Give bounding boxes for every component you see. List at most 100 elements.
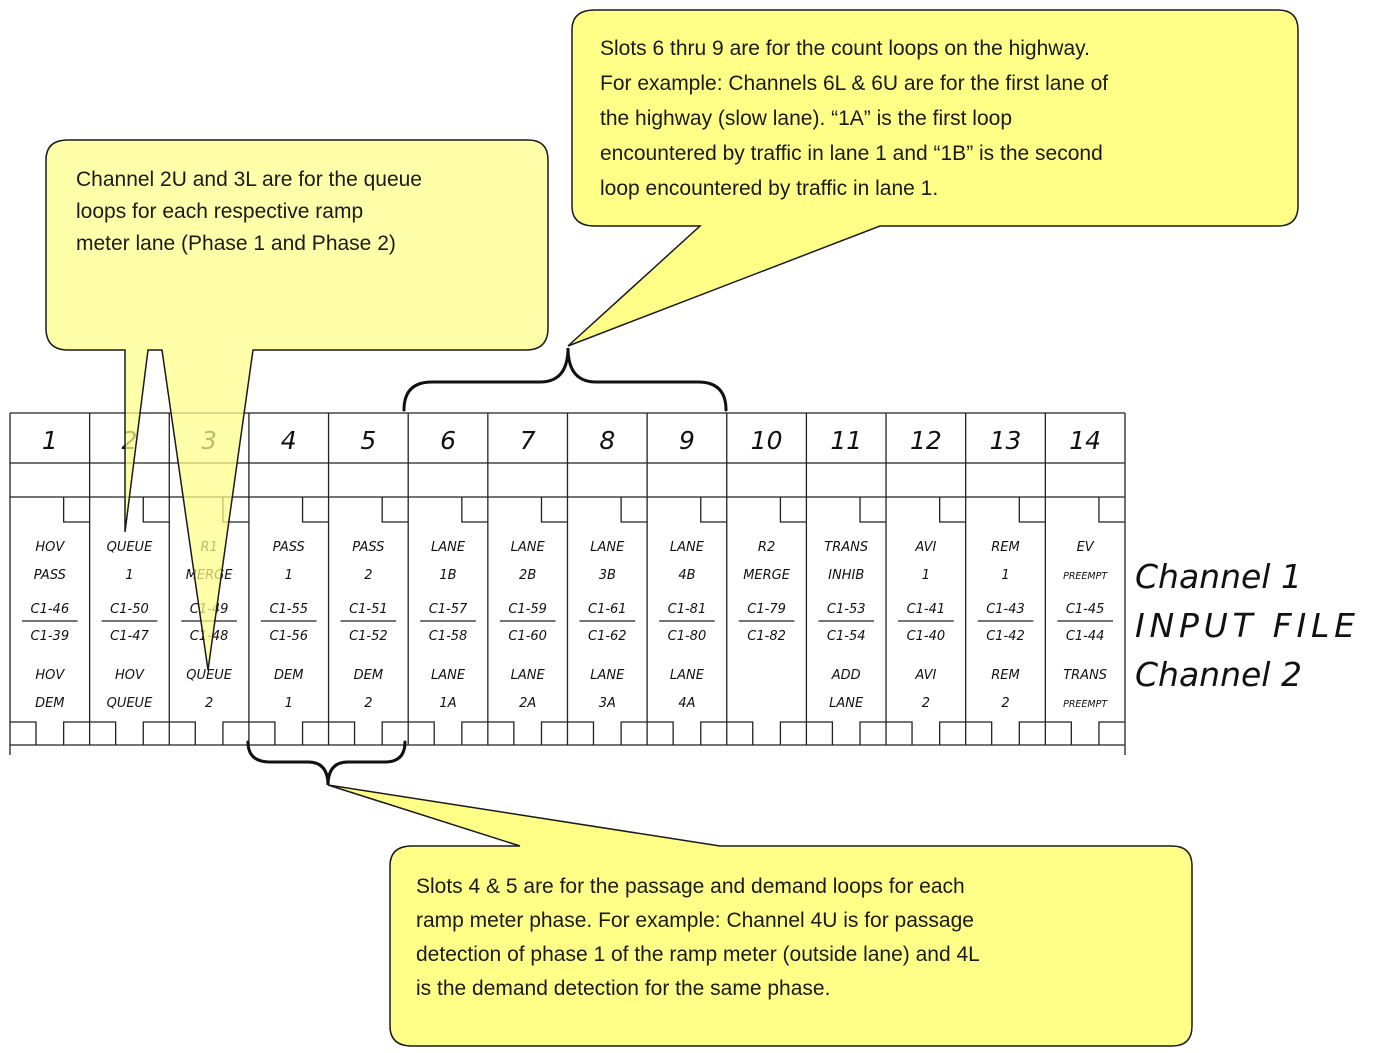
slot-number: 6 xyxy=(440,426,456,455)
channel-1-label-line-1: R2 xyxy=(758,540,775,555)
channel-1-label-line-2: 1 xyxy=(922,568,930,583)
pin-top: C1-81 xyxy=(668,602,707,617)
channel-2-label-line-2: DEM xyxy=(35,696,64,711)
pin-top: C1-43 xyxy=(986,602,1025,617)
channel-2-label-line-1: DEM xyxy=(274,668,303,683)
channel-1-label: Channel 1 xyxy=(1135,557,1302,596)
slot-number: 1 xyxy=(42,426,58,455)
channel-1-label-line-2: 1 xyxy=(285,568,293,583)
bottom-right-notch xyxy=(222,721,249,745)
channel-1-label-line-2: 1 xyxy=(1001,568,1009,583)
pin-top: C1-55 xyxy=(269,602,308,617)
slot-number: 10 xyxy=(751,426,783,455)
top-connector-notch xyxy=(700,497,727,523)
bottom-left-notch xyxy=(965,721,993,745)
channel-2-label-line-2: 2 xyxy=(922,696,930,711)
channel-2-label-line-2: 2 xyxy=(1001,696,1009,711)
pin-bottom: C1-47 xyxy=(110,629,149,644)
channel-2-label-line-2: 1A xyxy=(439,696,456,711)
bottom-right-notch xyxy=(381,721,409,745)
pin-bottom: C1-52 xyxy=(349,629,388,644)
channel-1-label-line-2: 3B xyxy=(599,568,616,583)
pin-top: C1-45 xyxy=(1066,602,1105,617)
slot-number: 8 xyxy=(599,426,615,455)
highway-callout-line-4: encountered by traffic in lane 1 and “1B… xyxy=(600,142,1103,165)
pin-top: C1-50 xyxy=(110,602,149,617)
bottom-left-notch xyxy=(89,721,117,745)
channel-1-label-line-2: 1 xyxy=(125,568,133,583)
bottom-right-notch xyxy=(700,721,727,745)
slot-number: 4 xyxy=(281,426,297,455)
channel-2-label-line-1: LANE xyxy=(431,668,466,683)
channel-2-label-line-1: ADD xyxy=(831,668,861,683)
ramp-callout-line-2: ramp meter phase. For example: Channel 4… xyxy=(416,909,974,932)
pin-bottom: C1-39 xyxy=(31,629,70,644)
channel-1-label-line-2: 2B xyxy=(519,568,536,583)
input-file-label: INPUT FILE xyxy=(1135,606,1355,645)
bottom-left-notch xyxy=(1045,721,1072,745)
channel-2-label-line-1: LANE xyxy=(511,668,546,683)
channel-2-label-line-1: AVI xyxy=(914,668,936,683)
channel-2-label-line-2: PREEMPT xyxy=(1063,699,1108,710)
pin-top: C1-59 xyxy=(508,602,547,617)
slot-columns: 1HOVPASSC1-46C1-39HOVDEM2QUEUE1C1-50C1-4… xyxy=(10,413,1125,745)
highway-callout-line-2: For example: Channels 6L & 6U are for th… xyxy=(600,72,1108,95)
pin-bottom: C1-42 xyxy=(986,629,1025,644)
top-connector-notch xyxy=(540,497,568,523)
channel-1-label-line-1: REM xyxy=(991,540,1019,555)
channel-2-label-line-2: 2A xyxy=(519,696,536,711)
queue-callout-line-2: loops for each respective ramp xyxy=(76,200,363,223)
bottom-left-notch xyxy=(248,721,276,745)
top-connector-notch xyxy=(939,497,966,523)
bottom-left-notch xyxy=(886,721,913,745)
slot-number: 13 xyxy=(990,426,1022,455)
channel-2-label-line-1: TRANS xyxy=(1063,668,1107,683)
highway-loops-callout: Slots 6 thru 9 are for the count loops o… xyxy=(567,9,1299,347)
ramp-callout-line-4: is the demand detection for the same pha… xyxy=(416,977,830,1000)
top-connector-notch xyxy=(62,497,90,523)
channel-1-label-line-1: PASS xyxy=(352,540,384,555)
channel-2-label-line-1: HOV xyxy=(35,668,65,683)
bottom-right-notch xyxy=(1018,721,1046,745)
ramp-slots-brace xyxy=(246,740,407,786)
channel-2-label-line-1: HOV xyxy=(115,668,145,683)
slot-number: 11 xyxy=(830,426,862,455)
channel-1-label-line-1: TRANS xyxy=(824,540,868,555)
queue-callout-line-1: Channel 2U and 3L are for the queue xyxy=(76,168,422,191)
bottom-left-notch xyxy=(10,721,37,745)
highway-callout-line-3: the highway (slow lane). “1A” is the fir… xyxy=(600,107,1012,130)
pin-top: C1-53 xyxy=(827,602,866,617)
channel-2-label-line-2: 3A xyxy=(599,696,616,711)
pin-top: C1-46 xyxy=(31,602,70,617)
pin-bottom: C1-54 xyxy=(827,629,866,644)
bottom-right-notch xyxy=(540,721,568,745)
bottom-left-notch xyxy=(408,721,435,745)
pin-top: C1-61 xyxy=(588,602,627,617)
channel-1-label-line-1: AVI xyxy=(914,540,936,555)
channel-1-label-line-1: PASS xyxy=(273,540,305,555)
pin-bottom: C1-56 xyxy=(269,629,308,644)
highway-callout-bubble xyxy=(567,9,1299,347)
bottom-right-notch xyxy=(301,721,329,745)
channel-1-label-line-1: EV xyxy=(1077,540,1095,555)
bottom-right-notch xyxy=(939,721,966,745)
top-connector-notch xyxy=(1018,497,1046,523)
channel-2-label: Channel 2 xyxy=(1135,655,1302,694)
highway-callout-line-5: loop encountered by traffic in lane 1. xyxy=(600,177,938,200)
bottom-left-notch xyxy=(806,721,834,745)
channel-1-label-line-1: HOV xyxy=(35,540,65,555)
bottom-left-notch xyxy=(169,721,196,745)
pin-bottom: C1-40 xyxy=(907,629,946,644)
channel-1-label-line-1: QUEUE xyxy=(107,540,153,555)
top-connector-notch xyxy=(1098,497,1125,523)
channel-2-label-line-2: 4A xyxy=(678,696,695,711)
side-labels: Channel 1 INPUT FILE Channel 2 xyxy=(1135,557,1355,694)
slot-number: 5 xyxy=(360,426,376,455)
top-connector-notch xyxy=(620,497,648,523)
